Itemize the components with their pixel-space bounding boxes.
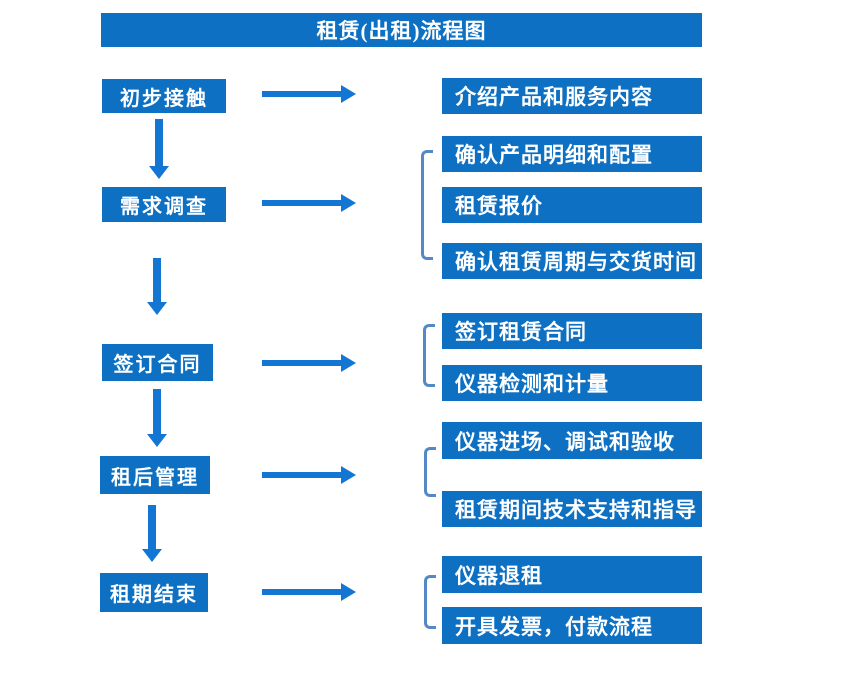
arrow-head-icon: [341, 583, 356, 601]
detail-box-sign-rental-contract: 签订租赁合同: [442, 313, 702, 349]
detail-box-confirm-product-details: 确认产品明细和配置: [442, 136, 702, 172]
arrow-head-icon: [147, 302, 167, 315]
step-box-initial-contact: 初步接触: [102, 79, 226, 113]
detail-box-tech-support: 租赁期间技术支持和指导: [442, 491, 702, 527]
flowchart-title: 租赁(出租)流程图: [101, 13, 702, 47]
group-bracket-contract-signing: [423, 324, 435, 387]
detail-box-instrument-setup-acceptance: 仪器进场、调试和验收: [442, 422, 702, 459]
group-bracket-lease-end: [424, 575, 436, 629]
arrow-shaft: [262, 200, 343, 206]
arrow-head-icon: [149, 166, 169, 179]
arrow-down-1: [148, 119, 170, 179]
arrow-right-3: [262, 354, 356, 372]
arrow-head-icon: [142, 549, 162, 562]
arrow-shaft: [262, 360, 343, 366]
arrow-head-icon: [147, 434, 167, 447]
arrow-shaft: [262, 472, 343, 478]
arrow-right-1: [262, 85, 356, 103]
arrow-head-icon: [341, 194, 356, 212]
arrow-head-icon: [341, 466, 356, 484]
arrow-shaft: [153, 389, 161, 435]
arrow-shaft: [262, 589, 343, 595]
arrow-head-icon: [341, 354, 356, 372]
detail-box-instrument-return: 仪器退租: [442, 556, 702, 593]
detail-box-confirm-rental-period: 确认租赁周期与交货时间: [442, 243, 702, 279]
arrow-right-4: [262, 466, 356, 484]
group-bracket-post-rental-management: [424, 447, 436, 497]
arrow-shaft: [262, 91, 343, 97]
arrow-down-4: [141, 505, 163, 562]
arrow-down-2: [146, 258, 168, 315]
detail-box-invoice-payment: 开具发票，付款流程: [442, 607, 702, 644]
arrow-shaft: [155, 119, 163, 167]
arrow-right-2: [262, 194, 356, 212]
detail-box-introduce-products: 介绍产品和服务内容: [442, 78, 702, 114]
arrow-shaft: [148, 505, 156, 550]
group-bracket-demand-survey: [421, 150, 433, 260]
arrow-down-3: [146, 389, 168, 447]
detail-box-instrument-testing: 仪器检测和计量: [442, 365, 702, 401]
arrow-shaft: [153, 258, 161, 303]
step-box-post-rental-management: 租后管理: [100, 456, 210, 494]
step-box-lease-end: 租期结束: [100, 573, 208, 612]
step-box-contract-signing: 签订合同: [102, 344, 213, 381]
arrow-head-icon: [341, 85, 356, 103]
step-box-demand-survey: 需求调查: [102, 187, 226, 222]
arrow-right-5: [262, 583, 356, 601]
detail-box-rental-quote: 租赁报价: [442, 187, 702, 223]
